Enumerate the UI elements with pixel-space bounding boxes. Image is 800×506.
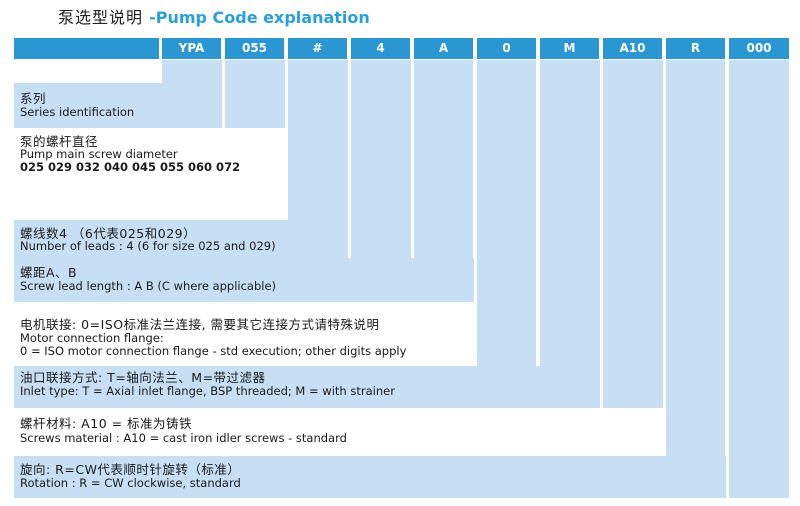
- diameter-label-en: Pump main screw diameter: [20, 147, 178, 161]
- inlet-label-en: Inlet type: T = Axial inlet flange, BSP …: [20, 384, 395, 398]
- series-label-en: Series identification: [20, 105, 135, 119]
- material-area: [14, 408, 666, 456]
- leads-column-lower: [288, 128, 348, 220]
- motor-area: [14, 302, 474, 366]
- material-label-cn: 螺杆材料: A10 = 标准为铸铁: [20, 416, 193, 431]
- diameter-label-cn: 泵的螺杆直径: [20, 134, 99, 149]
- diameter-column-gap: [225, 128, 285, 218]
- suffix-column: [729, 60, 789, 498]
- series-label-cn: 系列: [20, 91, 47, 106]
- code-cell-lead-length: A: [414, 38, 473, 59]
- leads-label-cn: 螺线数4 （6代表025和029）: [20, 226, 197, 241]
- code-cell-separator: #: [288, 38, 347, 59]
- code-cell-inlet-type: M: [540, 38, 599, 59]
- rotation-label-cn: 旋向: R=CW代表顺时针旋转（标准）: [20, 462, 241, 477]
- edge: [225, 218, 285, 220]
- rotation-bracket: [14, 456, 726, 498]
- code-cell-screw-material: A10: [603, 38, 662, 59]
- rotation-column-2: [666, 60, 725, 456]
- code-cell-diameter: 055: [225, 38, 284, 59]
- inlet-label-cn: 油口联接方式: T=轴向法兰、M=带过滤器: [20, 370, 266, 385]
- title-chinese: 泵选型说明: [58, 8, 150, 27]
- leads-bracket: [14, 220, 348, 258]
- rotation-label-en: Rotation : R = CW clockwise, standard: [20, 476, 241, 490]
- motor-label-en: 0 = ISO motor connection flange - std ex…: [20, 344, 407, 358]
- material-column-lower: [540, 302, 600, 408]
- inlet-bracket: [14, 366, 600, 408]
- series-bracket: [14, 83, 222, 128]
- diameter-sizes: 025 029 032 040 045 055 060 072: [20, 160, 241, 174]
- rotation-column-lower: [666, 408, 725, 456]
- motor-label-en-top: Motor connection flange:: [20, 331, 164, 345]
- lead-length-bracket: [14, 258, 474, 302]
- code-cell-series: YPA: [162, 38, 221, 59]
- lead-length-label-cn: 螺距A、B: [20, 265, 78, 280]
- screw-column-lower: [603, 302, 663, 408]
- leads-label-en: Number of leads : 4 (6 for size 025 and …: [20, 239, 276, 253]
- material-label-en: Screws material : A10 = cast iron idler …: [20, 431, 347, 445]
- lead-length-column: [351, 60, 411, 260]
- code-cell-motor-connection: 0: [477, 38, 536, 59]
- code-cell-blank: [14, 38, 159, 59]
- motor-label-cn: 电机联接: 0=ISO标准法兰连接, 需要其它连接方式请特殊说明: [20, 317, 380, 332]
- title-english: -Pump Code explanation: [149, 8, 370, 27]
- page-title: 泵选型说明 -Pump Code explanation: [58, 4, 370, 28]
- code-cell-leads: 4: [351, 38, 410, 59]
- inlet-column-lower: [477, 302, 536, 366]
- code-cell-rotation: R: [666, 38, 725, 59]
- series-column: [162, 60, 222, 90]
- lead-length-label-en: Screw lead length : A B (C where applica…: [20, 279, 277, 293]
- code-cell-suffix: 000: [729, 38, 789, 59]
